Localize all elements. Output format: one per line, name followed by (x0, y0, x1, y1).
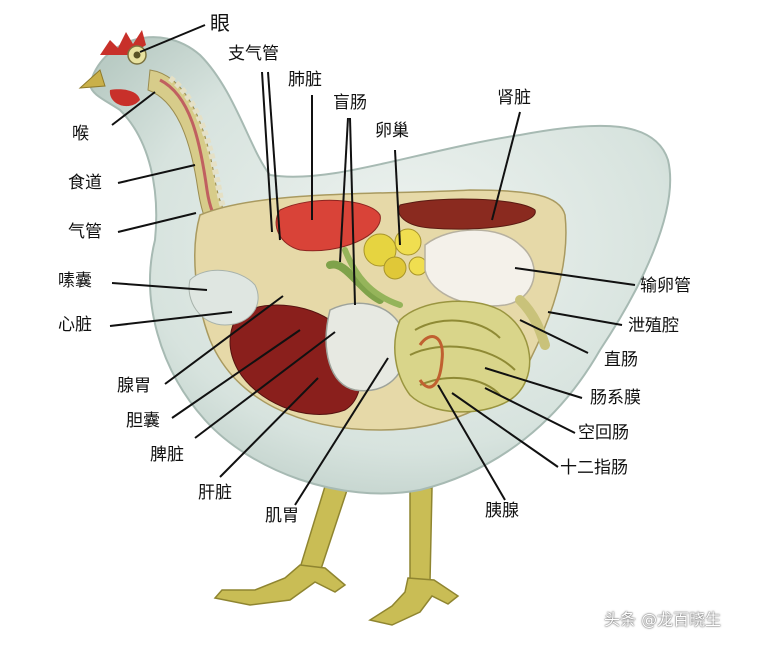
label-lung: 肺脏 (288, 70, 322, 90)
label-proventriculus: 腺胃 (117, 376, 151, 396)
beak (78, 69, 106, 89)
label-bronchus: 支气管 (228, 44, 279, 64)
intestines (394, 300, 531, 413)
label-spleen: 脾脏 (150, 445, 184, 465)
oviduct (424, 229, 535, 307)
label-cloaca: 泄殖腔 (628, 316, 679, 336)
label-duodenum: 十二指肠 (560, 458, 628, 478)
label-gizzard: 肌胃 (265, 506, 299, 526)
crop (188, 269, 259, 326)
wattle (109, 89, 140, 107)
label-eye: 眼 (210, 11, 230, 35)
label-mesentery: 肠系膜 (590, 388, 641, 408)
leader-lines (109, 24, 636, 506)
label-liver: 肝脏 (198, 483, 232, 503)
label-oviduct: 输卵管 (640, 276, 691, 296)
label-cecum: 盲肠 (333, 93, 367, 113)
label-esophagus: 食道 (68, 173, 102, 193)
gizzard (325, 302, 407, 392)
kidney (398, 198, 536, 230)
label-larynx: 喉 (72, 124, 89, 144)
label-jejunum-ileum: 空回肠 (578, 423, 629, 443)
label-ovary: 卵巢 (375, 121, 409, 141)
label-rectum: 直肠 (604, 350, 638, 370)
watermark: 头条 @龙百晓生 (604, 610, 722, 629)
label-pancreas: 胰腺 (485, 501, 519, 521)
label-crop: 嗉囊 (58, 271, 92, 291)
ovary (363, 228, 428, 280)
label-heart: 心脏 (58, 315, 92, 335)
label-kidney: 肾脏 (497, 88, 531, 108)
legs (213, 469, 460, 626)
label-gallbladder: 胆囊 (126, 411, 160, 431)
label-trachea: 气管 (68, 222, 102, 242)
